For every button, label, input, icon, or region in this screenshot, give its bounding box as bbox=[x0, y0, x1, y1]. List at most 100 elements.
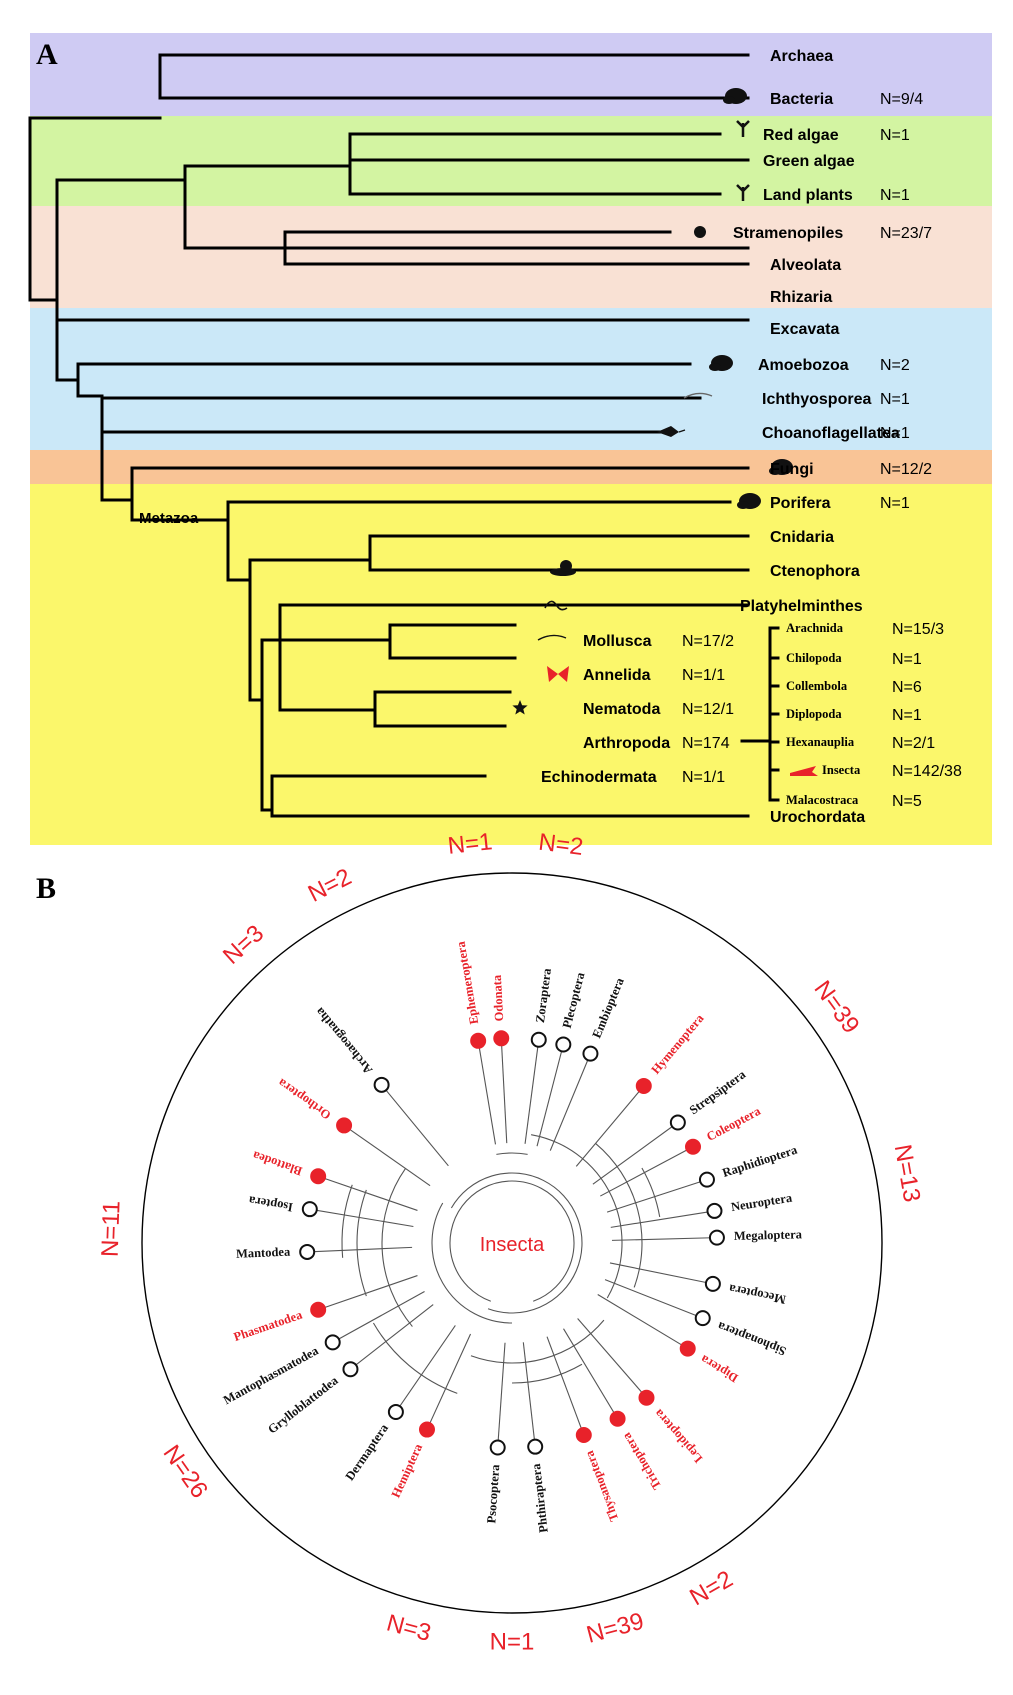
taxon-label-stramenopiles: Stramenopiles bbox=[733, 225, 843, 242]
subgroup-label-collembola: Collembola bbox=[786, 679, 848, 693]
taxon-label-amoebozoa: Amoebozoa bbox=[758, 357, 849, 374]
taxon-label-rhizaria: Rhizaria bbox=[770, 289, 832, 306]
branch-b bbox=[332, 1290, 425, 1343]
branch-arc bbox=[372, 1322, 458, 1394]
tip-marker-embioptera bbox=[582, 1045, 599, 1062]
tree-b-branches bbox=[307, 1038, 717, 1448]
taxon-label-choanoflagellatea: Choanoflagellatea bbox=[762, 425, 900, 442]
subgroup-count-diplopoda: N=1 bbox=[892, 707, 922, 724]
branch-b bbox=[524, 1039, 540, 1144]
count-label-ephemeroptera: N=1 bbox=[446, 828, 493, 860]
fungi-icon bbox=[769, 459, 793, 475]
tip-marker-plecoptera bbox=[555, 1036, 572, 1053]
panel-b-letter: B bbox=[36, 872, 56, 905]
count-label-thysanoptera: N=3 bbox=[384, 1609, 434, 1647]
subgroup-count-arachnida: N=15/3 bbox=[892, 621, 944, 638]
subgroup-label-malacostraca: Malacostraca bbox=[786, 793, 859, 807]
band-sar bbox=[30, 206, 992, 308]
land-plant-icon bbox=[736, 184, 750, 201]
clade-label-metazoa: Metazoa bbox=[139, 510, 199, 527]
stramenopile-icon bbox=[694, 226, 706, 238]
order-label-zoraptera: Zoraptera bbox=[533, 967, 554, 1024]
subgroup-label-diplopoda: Diplopoda bbox=[786, 707, 842, 721]
inner-arc bbox=[449, 1180, 575, 1302]
branch-arc bbox=[641, 1167, 661, 1218]
branch-b bbox=[426, 1333, 472, 1430]
count-label-odonata: N=2 bbox=[537, 829, 585, 861]
branch-b bbox=[536, 1044, 564, 1147]
branch-b bbox=[522, 1342, 536, 1447]
subgroup-count-malacostraca: N=5 bbox=[892, 793, 922, 810]
order-label-trichoptera: Trichoptera bbox=[619, 1430, 664, 1492]
taxon-count-bacteria: N=9/4 bbox=[880, 91, 923, 108]
count-label-hymenoptera: N=39 bbox=[809, 976, 865, 1039]
count-label-blattodea: N=3 bbox=[218, 920, 269, 970]
taxon-count-amoebozoa: N=2 bbox=[880, 357, 910, 374]
center-label-insecta: Insecta bbox=[480, 1234, 545, 1256]
branch-arc bbox=[470, 1319, 605, 1364]
taxon-label-mollusca: Mollusca bbox=[583, 633, 652, 650]
tip-marker-grylloblattodea bbox=[342, 1361, 359, 1378]
taxon-icons bbox=[512, 88, 793, 715]
branch-b bbox=[546, 1336, 585, 1436]
order-label-megaloptera: Megaloptera bbox=[734, 1227, 803, 1243]
taxon-label-annelida: Annelida bbox=[583, 667, 651, 684]
branch-b bbox=[575, 1085, 645, 1167]
subgroup-count-hexanauplia: N=2/1 bbox=[892, 735, 935, 752]
branch-b bbox=[600, 1146, 694, 1197]
tip-marker-trichoptera bbox=[609, 1410, 626, 1427]
branch-b bbox=[309, 1208, 414, 1228]
taxon-count-echinodermata: N=1/1 bbox=[682, 769, 725, 786]
band-protists bbox=[30, 308, 992, 450]
taxon-label-green-algae: Green algae bbox=[763, 153, 855, 170]
band-metazoa bbox=[30, 484, 992, 845]
red-algae-icon bbox=[736, 120, 750, 137]
branch-b bbox=[577, 1318, 647, 1399]
tip-marker-hemiptera bbox=[418, 1421, 435, 1438]
porifera-icon bbox=[737, 493, 761, 509]
order-label-thysanoptera: Thysanoptera bbox=[582, 1448, 621, 1523]
tip-marker-phthiraptera bbox=[527, 1438, 544, 1455]
taxon-count-annelida: N=1/1 bbox=[682, 667, 725, 684]
order-label-blattodea: Blattodea bbox=[250, 1148, 304, 1178]
count-label-diptera: N=2 bbox=[685, 1566, 737, 1612]
bacteria-icon bbox=[723, 88, 747, 104]
order-label-embioptera: Embioptera bbox=[589, 975, 627, 1040]
taxon-label-platyhelminthes: Platyhelminthes bbox=[740, 598, 863, 615]
subgroup-label-arachnida: Arachnida bbox=[786, 621, 844, 635]
tip-marker-strepsiptera bbox=[669, 1114, 686, 1131]
tip-marker-dermaptera bbox=[387, 1403, 404, 1420]
subgroup-label-insecta: Insecta bbox=[822, 763, 861, 777]
tip-marker-mecoptera bbox=[704, 1275, 721, 1292]
order-label-hemiptera: Hemiptera bbox=[389, 1441, 426, 1500]
subgroup-count-insecta: N=142/38 bbox=[892, 763, 962, 780]
branch-b bbox=[610, 1210, 715, 1228]
order-label-odonata: Odonata bbox=[490, 974, 506, 1022]
mollusca-icon bbox=[550, 560, 576, 576]
tip-marker-neuroptera bbox=[706, 1202, 723, 1219]
order-label-mantodea: Mantodea bbox=[236, 1245, 291, 1261]
order-label-siphonaptera: Siphonaptera bbox=[715, 1319, 788, 1359]
tip-marker-odonata bbox=[493, 1030, 510, 1047]
arthropoda-icon bbox=[547, 666, 569, 682]
count-label-phasmatodea: N=11 bbox=[97, 1200, 126, 1257]
branch-b bbox=[395, 1325, 456, 1413]
taxon-label-porifera: Porifera bbox=[770, 495, 831, 512]
branch-b bbox=[592, 1122, 679, 1185]
taxon-label-ctenophora: Ctenophora bbox=[770, 563, 860, 580]
taxon-count-porifera: N=1 bbox=[880, 495, 910, 512]
order-label-archaeognatha: Archaeognatha bbox=[312, 1004, 375, 1077]
band-archaea-bacteria bbox=[30, 33, 992, 116]
order-label-orthoptera: Orthoptera bbox=[275, 1075, 334, 1122]
branch-b bbox=[350, 1304, 434, 1370]
subgroup-label-hexanauplia: Hexanauplia bbox=[786, 735, 855, 749]
taxon-count-mollusca: N=17/2 bbox=[682, 633, 734, 650]
insecta-icon bbox=[790, 766, 818, 776]
taxon-label-excavata: Excavata bbox=[770, 321, 839, 338]
branch-b bbox=[497, 1342, 506, 1448]
outer-circle bbox=[141, 872, 883, 1614]
taxon-label-fungi: Fungi bbox=[770, 461, 814, 478]
order-label-phthiraptera: Phthiraptera bbox=[529, 1462, 551, 1533]
